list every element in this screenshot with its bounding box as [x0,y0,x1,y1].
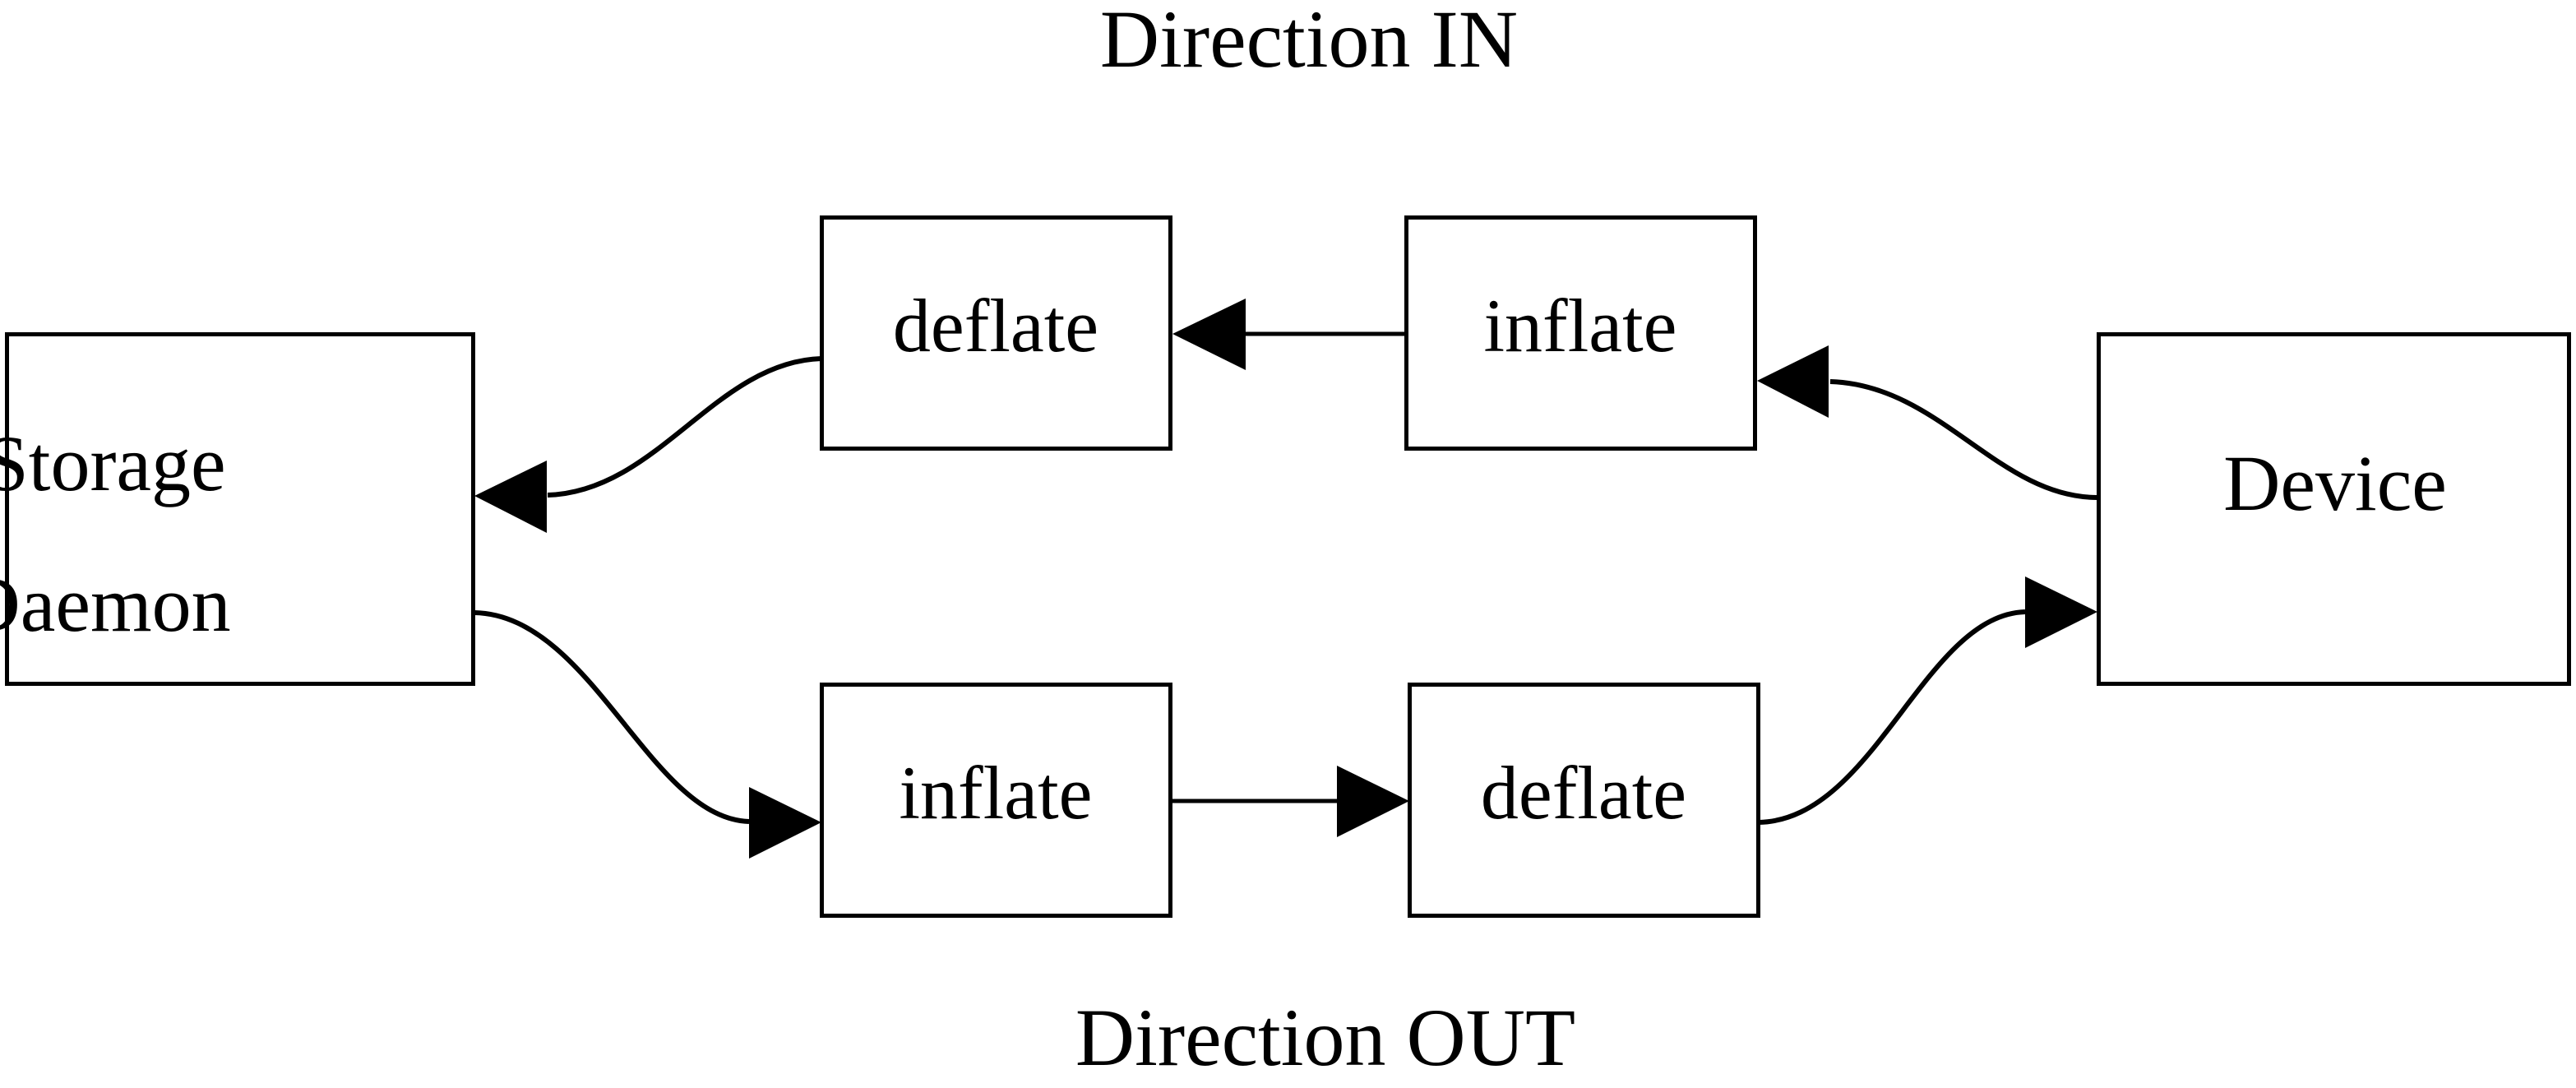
edge-storage-to-inflate-out-arrowhead [749,787,821,859]
inflate-in-label: inflate [1484,284,1677,368]
edge-inflate-in-to-deflate-in [1172,299,1406,370]
deflate-out-box[interactable] [1408,683,1760,918]
edge-device-to-inflate-in [1757,345,2098,500]
edge-device-to-inflate-in-path [1829,379,2098,500]
edge-inflate-out-to-deflate-out [1172,766,1409,837]
inflate-out-label: inflate [900,751,1093,835]
edge-deflate-out-to-device-arrowhead [2025,576,2097,648]
deflate-in-label: deflate [893,284,1098,368]
edge-deflate-in-to-storage-path [547,356,822,498]
device-box[interactable] [2097,332,2571,686]
edge-inflate-in-to-deflate-in-arrowhead [1172,299,1246,370]
direction-out-caption: Direction OUT [1075,992,1575,1083]
direction-in-caption: Direction IN [1100,0,1518,85]
node-deflate-in[interactable]: deflate [820,215,1172,451]
storage-daemon-label-line1: Storage [0,419,226,507]
inflate-in-box[interactable] [1404,215,1757,451]
node-inflate-out[interactable]: inflate [820,683,1172,918]
deflate-in-box[interactable] [820,215,1172,451]
edge-device-to-inflate-in-arrowhead [1757,345,1829,418]
edge-deflate-in-to-storage-arrowhead [474,461,547,533]
node-device[interactable]: Device [2097,332,2571,686]
deflate-out-label: deflate [1481,751,1686,835]
inflate-out-box[interactable] [820,683,1172,918]
node-deflate-out[interactable]: deflate [1408,683,1760,918]
edge-storage-to-inflate-out-path [474,610,750,824]
edge-inflate-out-to-deflate-out-arrowhead [1337,766,1409,837]
storage-daemon-label-line2: Daemon [0,560,231,648]
storage-daemon-box[interactable] [5,332,475,686]
node-inflate-in[interactable]: inflate [1404,215,1757,451]
edge-deflate-out-to-device [1758,576,2097,825]
device-label: Device [2223,439,2447,527]
node-storage-daemon[interactable]: Storage Daemon [0,332,475,686]
edge-deflate-in-to-storage [474,356,822,533]
edge-storage-to-inflate-out [474,610,821,859]
edge-deflate-out-to-device-path [1758,609,2026,825]
